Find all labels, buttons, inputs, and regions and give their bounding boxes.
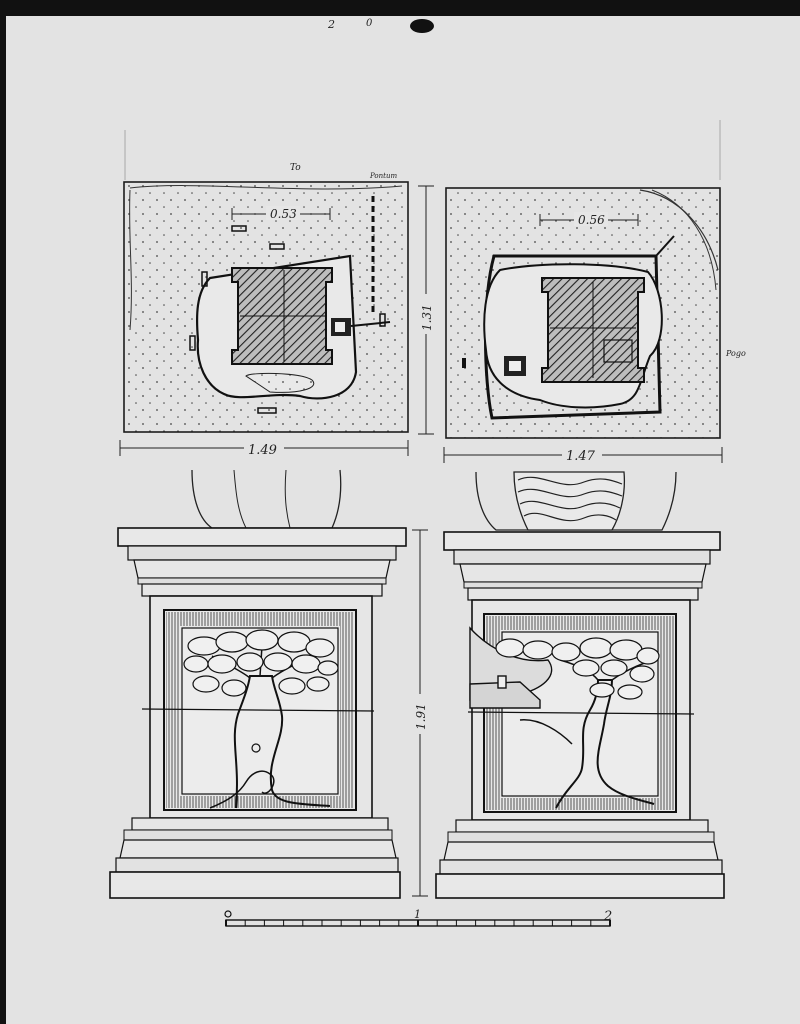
note-right: Pogo [725, 349, 746, 358]
dim-line-depth [418, 185, 434, 435]
elevation-height-dim: 1.91 [414, 703, 428, 730]
dim-line-right-width [443, 446, 723, 463]
corner-mark-1: 2 [327, 18, 335, 31]
corner-mark-2: 0 [366, 18, 373, 29]
elevation-right [435, 471, 725, 899]
left-dark-edge [0, 0, 6, 1024]
plan-left-width-dim: 1.49 [248, 443, 277, 458]
elevation-left [109, 469, 407, 899]
plan-right [445, 187, 721, 439]
note-top-right: Pontum [369, 172, 397, 180]
ink-blot [410, 19, 434, 33]
scale-label-1: 1 [414, 908, 421, 921]
note-top: To [290, 163, 301, 173]
plan-left [123, 181, 409, 433]
plan-right-inner-dim: 0.56 [578, 213, 605, 227]
plan-left-inner-dim: 0.53 [270, 207, 297, 221]
plan-right-width-dim: 1.47 [566, 449, 596, 464]
plan-depth-dim: 1.31 [420, 304, 434, 331]
scale-label-2: 2 [603, 909, 612, 924]
top-dark-edge [0, 0, 800, 16]
scale-bar [224, 910, 611, 927]
dim-line-height [412, 529, 428, 897]
dim-line-left-width [119, 440, 409, 456]
